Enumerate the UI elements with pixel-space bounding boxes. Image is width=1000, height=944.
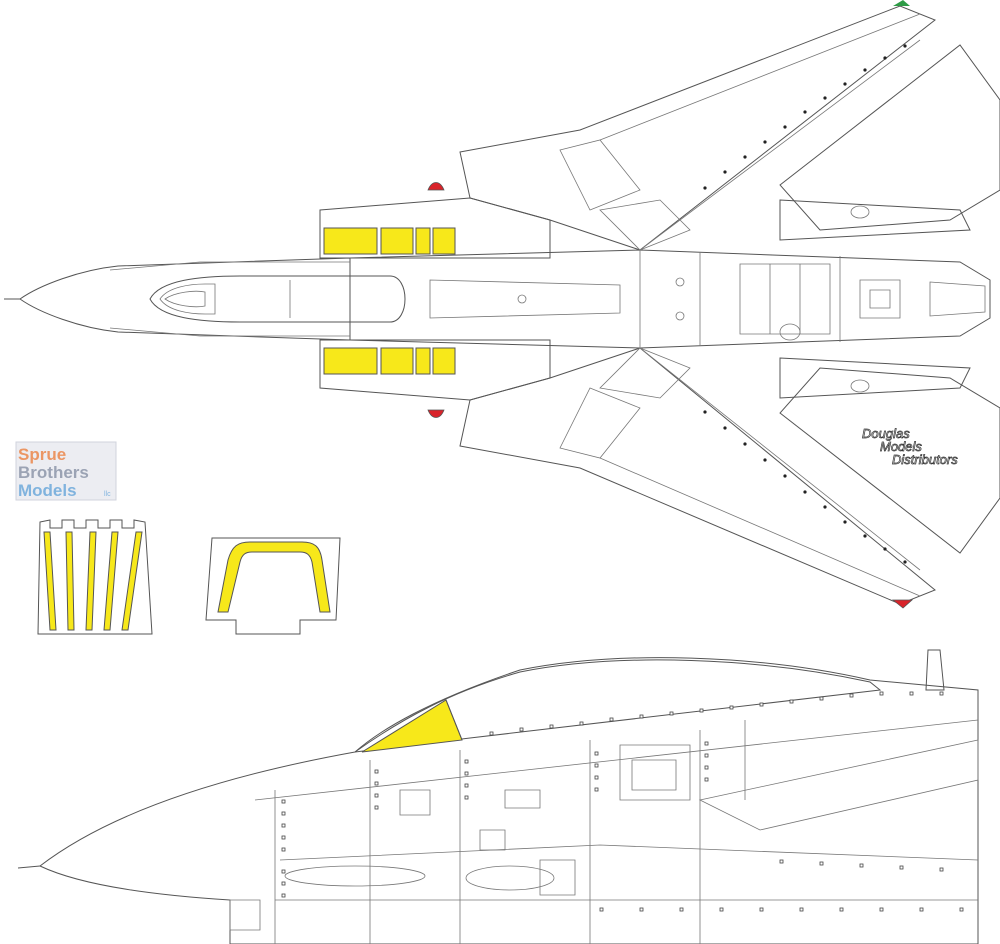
watermark-douglas-models: Douglas Models Distributors — [862, 426, 959, 468]
wing-root-lower — [559, 347, 691, 459]
flap-dots-upper — [703, 44, 907, 190]
glove-mask-1-upper — [323, 227, 378, 255]
nacelle-lower — [779, 357, 971, 399]
spine-hatch — [779, 323, 801, 341]
tail-beaver — [929, 281, 986, 317]
watermark-sprue-brothers: Sprue Brothers Models llc — [15, 441, 117, 501]
wing-upper-lines — [599, 13, 921, 251]
nose-gear-door — [229, 899, 261, 931]
glove-mask-2-upper — [380, 227, 414, 255]
flap-dots-lower — [703, 410, 907, 564]
glove-mask-3-lower — [415, 347, 431, 375]
nav-light-green — [893, 0, 910, 6]
watermark-models: Models — [18, 481, 77, 500]
canopy-frame-mask-3 — [85, 531, 97, 631]
nacelle-vent-upper — [850, 205, 870, 219]
rivets — [281, 691, 964, 912]
fuselage-vent — [675, 277, 685, 287]
fuselage-chines — [109, 261, 350, 337]
windscreen-sheet — [205, 537, 341, 635]
watermark-douglas-line1: Douglas — [862, 426, 910, 441]
canopy-frame-sheet — [37, 519, 153, 635]
fuselage-panels — [429, 250, 841, 348]
nacelle-vent-lower — [850, 379, 870, 393]
nacelle-upper — [779, 199, 971, 241]
watermark-bg — [15, 441, 117, 501]
canopy-frame-mask-4 — [103, 531, 119, 631]
windscreen-top — [159, 283, 216, 315]
nav-light-upper — [427, 182, 445, 191]
gun-port — [539, 859, 576, 896]
small-hatches — [399, 789, 541, 851]
windscreen-side-mask — [361, 699, 463, 753]
watermark-sprue: Sprue — [18, 445, 66, 464]
canopy-frame-mask-5 — [121, 531, 143, 631]
stabilizer-upper — [779, 44, 1000, 231]
watermark-brothers: Brothers — [18, 463, 89, 482]
canopy-frame-masks — [37, 519, 153, 635]
intake-ramp — [698, 739, 979, 831]
canopy-frame-mask-2 — [65, 531, 75, 631]
windscreen-frame-mask — [217, 541, 331, 613]
forward-fuselage — [19, 257, 351, 341]
watermark-douglas-line2: Models — [880, 439, 922, 454]
wing-upper — [459, 5, 936, 251]
nose-fuselage-outline — [39, 657, 979, 944]
side-panel-lines — [274, 720, 746, 944]
glove-upper — [319, 197, 551, 259]
canopy-frame-mask-1 — [43, 531, 57, 631]
wing-lower — [459, 347, 936, 605]
nav-light-lower — [427, 409, 445, 418]
wing-root-upper — [559, 139, 691, 251]
windscreen-bow — [445, 699, 463, 741]
fuselage-vent — [675, 311, 685, 321]
glove-mask-2-lower — [380, 347, 414, 375]
watermark-douglas-line3: Distributors — [892, 452, 958, 467]
canopy-side — [354, 659, 882, 753]
nose-probe — [17, 865, 41, 869]
wing-lower-lines — [599, 347, 921, 597]
glove-mask-1-lower — [323, 347, 378, 375]
side-view-nose — [17, 649, 979, 944]
spine-panels — [739, 263, 831, 335]
nav-light-red-lower — [891, 599, 914, 609]
side-horizontal-lines — [254, 719, 979, 901]
stabilizer-lower — [779, 367, 1000, 554]
access-panel — [619, 744, 691, 801]
top-view-airframe — [4, 0, 1000, 609]
tail-hook-bay — [859, 279, 901, 319]
fuel-cap — [517, 294, 527, 304]
hud-frame — [164, 290, 206, 308]
vertical-fin-stub — [925, 649, 945, 691]
fuel-tank-fairing — [465, 865, 555, 891]
center-fuselage — [349, 249, 991, 349]
ventral-fairing — [284, 865, 426, 887]
canopy-outline — [149, 275, 406, 323]
watermark-llc: llc — [104, 491, 111, 498]
glove-mask-4-lower — [432, 347, 456, 375]
glove-mask-3-upper — [415, 227, 431, 255]
windscreen-mask — [205, 537, 341, 635]
glove-mask-4-upper — [432, 227, 456, 255]
